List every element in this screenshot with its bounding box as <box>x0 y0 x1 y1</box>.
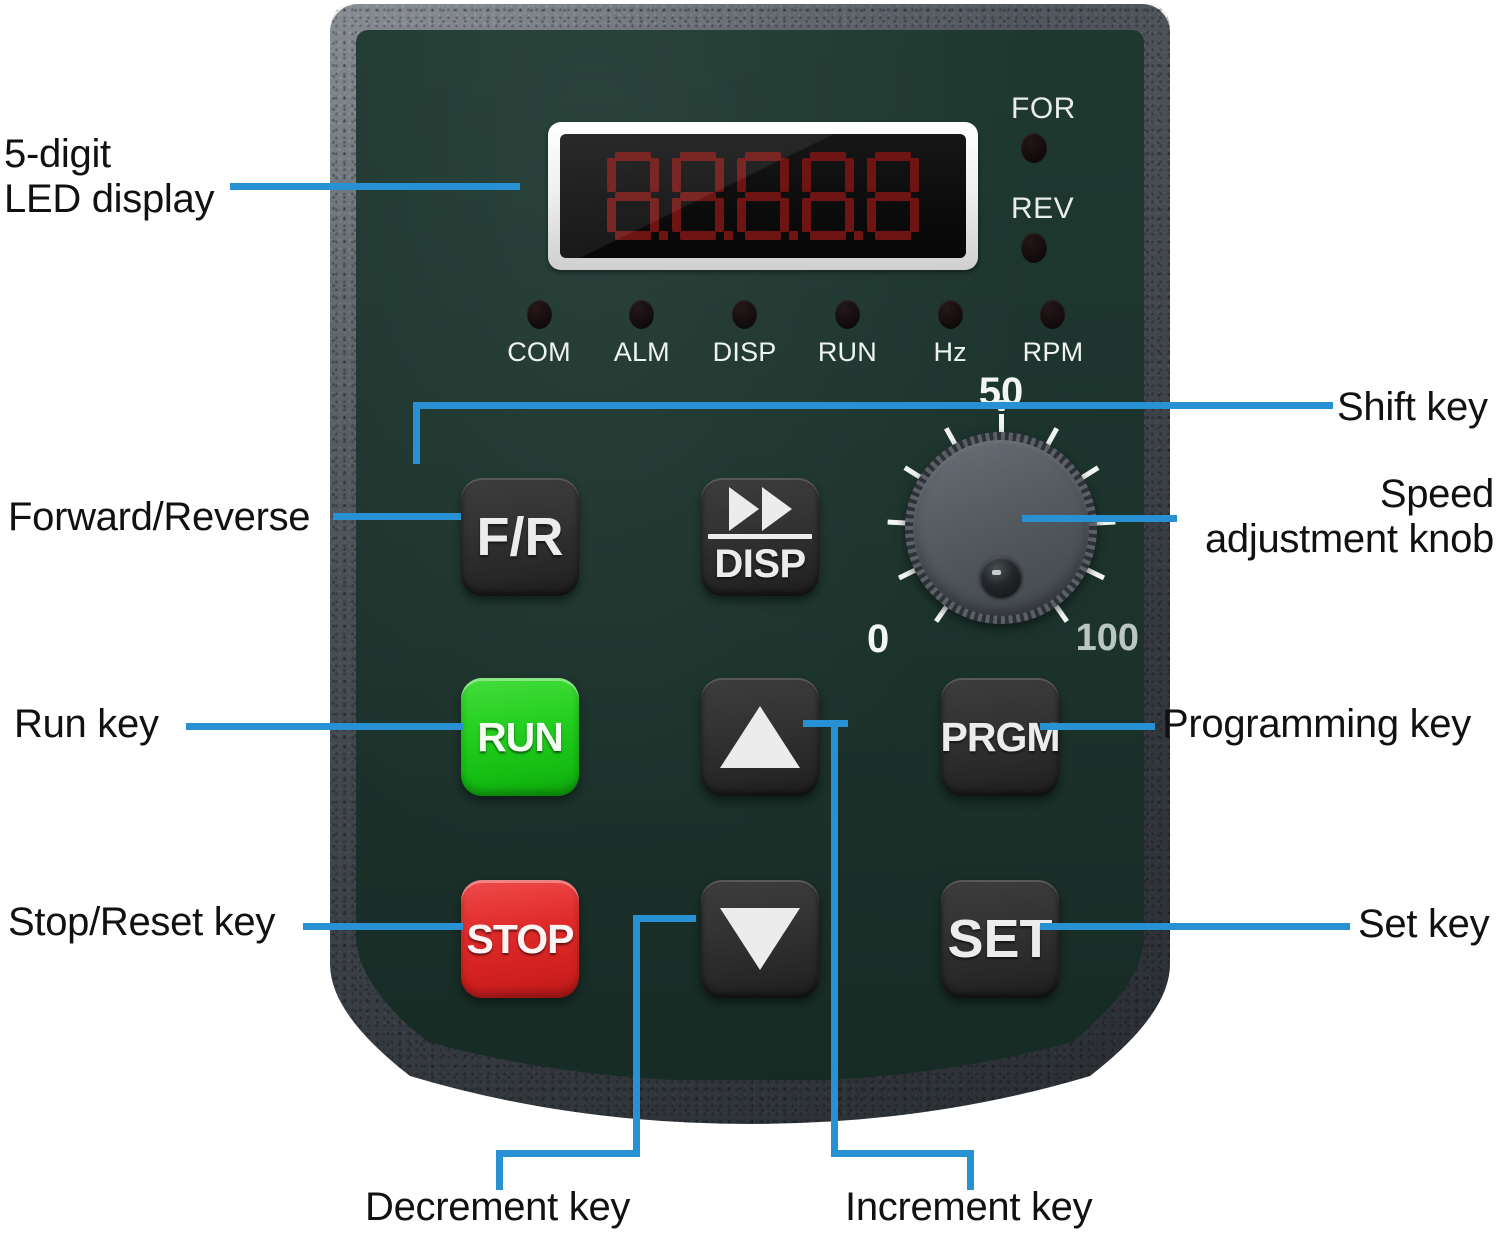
knob-min-label: 0 <box>867 617 890 661</box>
shift-disp-button[interactable]: DISP <box>701 478 819 596</box>
knob-max-label: 100 <box>1075 617 1139 659</box>
set-button[interactable]: SET <box>941 880 1059 998</box>
led-digit <box>867 152 919 240</box>
run-button[interactable]: RUN <box>461 678 579 796</box>
leader-line-forward-reverse <box>333 513 461 520</box>
led-screen <box>560 134 966 258</box>
forward-indicator-group: FOR <box>1011 92 1076 163</box>
disp-indicator-led <box>732 300 757 329</box>
leader-line-shift-key-h <box>413 402 1333 409</box>
decrement-button[interactable] <box>701 880 819 998</box>
shift-disp-button-label: DISP <box>714 542 806 586</box>
forward-reverse-button[interactable]: F/R <box>461 478 579 596</box>
callout-led-display: 5-digit LED display <box>4 132 214 222</box>
stop-reset-button[interactable]: STOP <box>461 880 579 998</box>
status-indicator: DISP <box>702 300 788 368</box>
leader-line-led-display <box>230 183 520 190</box>
alm-indicator-led <box>629 300 654 329</box>
leader-line-increment-h2 <box>831 1150 974 1157</box>
callout-set-key: Set key <box>1358 902 1490 946</box>
forward-indicator-led <box>1021 133 1047 163</box>
led-digit <box>802 152 854 240</box>
run-button-label: RUN <box>477 713 563 760</box>
programming-button[interactable]: PRGM <box>941 678 1059 796</box>
status-indicator: Hz <box>907 300 993 368</box>
com-indicator-led <box>527 300 552 329</box>
fast-forward-icon <box>729 487 792 531</box>
reverse-indicator-label: REV <box>1011 192 1075 225</box>
com-indicator-label: COM <box>507 337 571 367</box>
run-indicator-label: RUN <box>817 337 877 367</box>
set-button-label: SET <box>947 909 1053 969</box>
programming-button-label: PRGM <box>940 713 1060 760</box>
status-indicator: ALM <box>599 300 685 368</box>
divider <box>708 534 812 539</box>
leader-line-speed-knob <box>1022 515 1177 522</box>
callout-shift-key: Shift key <box>1337 385 1488 429</box>
callout-programming-key: Programming key <box>1162 702 1471 746</box>
panel-face: FOR REV COM ALM DISP <box>356 30 1144 1080</box>
callout-speed-knob: Speed adjustment knob <box>1205 472 1494 562</box>
leader-line-decrement-h2 <box>496 1150 640 1157</box>
triangle-up-icon <box>720 706 800 768</box>
hz-indicator-led <box>938 300 963 329</box>
callout-speed-knob-line2: adjustment knob <box>1204 516 1494 561</box>
callout-speed-knob-line1: Speed <box>1379 472 1494 516</box>
reverse-indicator-led <box>1021 233 1047 263</box>
leader-line-run-key <box>186 723 463 730</box>
leader-line-stop-reset-key <box>303 923 463 930</box>
leader-line-increment-v <box>831 720 838 1157</box>
callout-forward-reverse: Forward/Reverse <box>8 495 311 539</box>
status-indicator: RUN <box>804 300 890 368</box>
leader-line-shift-key-v <box>413 402 420 464</box>
speed-adjustment-knob[interactable] <box>905 432 1097 624</box>
rpm-indicator-label: RPM <box>1022 337 1084 367</box>
callout-stop-reset-key: Stop/Reset key <box>8 900 276 944</box>
leader-line-increment-h1 <box>803 720 848 727</box>
leader-line-increment-v2 <box>967 1150 974 1190</box>
forward-indicator-label: FOR <box>1011 92 1076 125</box>
leader-line-decrement-v <box>633 915 640 1157</box>
status-indicator: RPM <box>1010 300 1096 368</box>
forward-reverse-button-label: F/R <box>476 507 564 567</box>
stop-reset-button-label: STOP <box>466 915 574 962</box>
rpm-indicator-led <box>1040 300 1065 329</box>
run-indicator-led <box>835 300 860 329</box>
increment-button[interactable] <box>701 678 819 796</box>
callout-increment-key: Increment key <box>845 1185 1093 1229</box>
triangle-down-icon <box>720 908 800 970</box>
knob-pointer <box>980 556 1022 598</box>
led-display <box>548 122 978 270</box>
status-indicator: COM <box>496 300 582 368</box>
led-digit <box>672 152 724 240</box>
leader-line-decrement-v2 <box>496 1150 503 1190</box>
alm-indicator-label: ALM <box>613 337 670 367</box>
speed-adjustment-knob-group: 50 0 100 <box>861 370 1141 670</box>
led-digit <box>607 152 659 240</box>
status-indicator-row: COM ALM DISP RUN Hz <box>496 300 1096 368</box>
leader-line-programming-key <box>1040 723 1155 730</box>
leader-line-set-key <box>1040 923 1350 930</box>
leader-line-decrement-h1 <box>633 915 696 922</box>
reverse-indicator-group: REV <box>1011 192 1074 263</box>
vfd-control-panel: FOR REV COM ALM DISP <box>330 4 1170 1124</box>
callout-decrement-key: Decrement key <box>365 1185 631 1229</box>
disp-indicator-label: DISP <box>712 337 777 367</box>
callout-led-display-line1: 5-digit <box>4 132 111 176</box>
callout-led-display-line2: LED display <box>4 176 215 221</box>
hz-indicator-label: Hz <box>933 337 967 367</box>
callout-run-key: Run key <box>14 702 159 746</box>
led-digit <box>737 152 789 240</box>
